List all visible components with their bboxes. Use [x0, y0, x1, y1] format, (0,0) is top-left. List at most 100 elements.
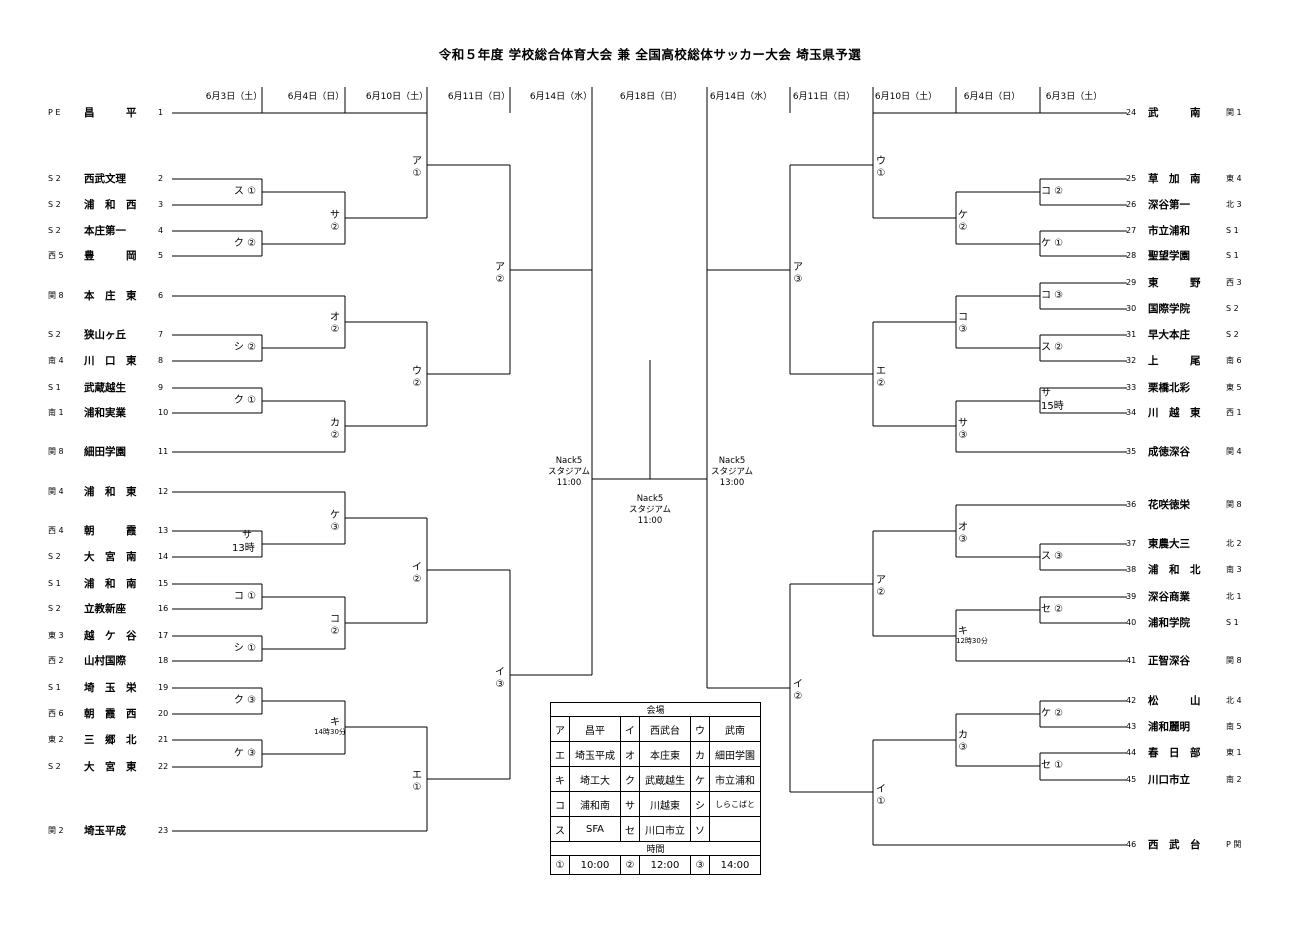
seed-number: 39 — [1126, 592, 1137, 601]
team-name: 細田学園 — [84, 446, 126, 458]
seed-number: 9 — [158, 383, 164, 392]
time-value: 12:00 — [639, 855, 691, 875]
venue-name: 浦和南 — [569, 791, 621, 817]
date-header: 6月14日（水） — [709, 92, 773, 102]
seed-number: 43 — [1126, 722, 1137, 731]
team-pref: 東 4 — [1226, 174, 1242, 183]
venue-name: 武蔵越生 — [639, 766, 691, 792]
team-name: 山村国際 — [84, 655, 126, 667]
team-name: 聖望学園 — [1148, 250, 1190, 262]
team-pref: S 2 — [48, 174, 61, 183]
seed-number: 40 — [1126, 618, 1137, 627]
venue-name: しらこばと — [709, 791, 761, 817]
venue-name: 川越東 — [639, 791, 691, 817]
team-name: 春 日 部 — [1148, 747, 1201, 759]
team-pref: 関 8 — [1226, 656, 1242, 665]
team-name: 埼玉平成 — [84, 825, 126, 837]
seed-number: 11 — [158, 447, 169, 456]
venue-key: セ — [620, 816, 640, 842]
match-label: ク ① — [233, 395, 257, 406]
team-name: 立教新座 — [84, 603, 126, 615]
team-pref: 南 3 — [1226, 565, 1242, 574]
match-label: シ ① — [233, 643, 257, 654]
team-pref: 東 5 — [1226, 383, 1242, 392]
seed-number: 31 — [1126, 330, 1137, 339]
venue-name: 川口市立 — [639, 816, 691, 842]
seed-number: 41 — [1126, 656, 1137, 665]
team-pref: 関 8 — [1226, 500, 1242, 509]
match-label: カ ③ — [958, 730, 968, 753]
seed-number: 26 — [1126, 200, 1137, 209]
seed-number: 12 — [158, 487, 169, 496]
team-name: 本 庄 東 — [84, 290, 137, 302]
final-venue: Nack5 スタジアム 11:00 — [629, 494, 671, 526]
team-name: 栗橋北彩 — [1148, 382, 1190, 394]
time-key: ③ — [690, 855, 710, 875]
team-name: 早大本庄 — [1148, 329, 1190, 341]
match-label: セ ① — [1041, 760, 1064, 771]
match-label: ケ ③ — [330, 510, 340, 533]
seed-number: 38 — [1126, 565, 1137, 574]
match-label: コ ③ — [958, 312, 968, 335]
team-pref: 東 1 — [1226, 748, 1242, 757]
seed-number: 29 — [1126, 278, 1137, 287]
team-name: 川口市立 — [1148, 774, 1190, 786]
seed-number: 33 — [1126, 383, 1137, 392]
match-label: キ — [330, 717, 340, 728]
venue-key: オ — [620, 741, 640, 767]
match-label: ア ① — [412, 156, 422, 179]
seed-number: 20 — [158, 709, 169, 718]
date-header: 6月10日（土） — [874, 92, 938, 102]
match-label: オ ② — [330, 312, 340, 335]
venue-key: キ — [550, 766, 570, 792]
team-pref: S 1 — [1226, 251, 1239, 260]
match-label: イ ② — [793, 679, 803, 702]
venue-key: コ — [550, 791, 570, 817]
venue-key: ア — [550, 716, 570, 742]
venue-name — [709, 816, 761, 842]
date-header: 6月3日（土） — [1045, 92, 1103, 102]
date-header: 6月11日（日） — [792, 92, 856, 102]
venue-key: エ — [550, 741, 570, 767]
match-label: ア ② — [495, 262, 505, 285]
seed-number: 8 — [158, 356, 164, 365]
team-pref: 南 1 — [48, 408, 64, 417]
match-label: 14時30分 — [314, 728, 346, 736]
team-pref: 南 5 — [1226, 722, 1242, 731]
team-name: 大 宮 南 — [84, 551, 137, 563]
match-label: コ ② — [330, 614, 340, 637]
match-label: ス ① — [233, 186, 257, 197]
match-label: ク ③ — [233, 695, 257, 706]
venue-name: 武南 — [709, 716, 761, 742]
team-pref: S 1 — [48, 579, 61, 588]
team-name: 松 山 — [1148, 695, 1201, 707]
match-label: イ ③ — [495, 667, 505, 690]
venue-table-header: 会場 — [550, 702, 761, 717]
team-name: 浦 和 南 — [84, 578, 137, 590]
seed-number: 30 — [1126, 304, 1137, 313]
team-pref: 北 1 — [1226, 592, 1242, 601]
team-name: 上 尾 — [1148, 355, 1201, 367]
team-pref: S 2 — [1226, 304, 1239, 313]
seed-number: 18 — [158, 656, 169, 665]
seed-number: 34 — [1126, 408, 1137, 417]
seed-number: 5 — [158, 251, 164, 260]
team-name: 深谷第一 — [1148, 199, 1190, 211]
team-name: 本庄第一 — [84, 225, 126, 237]
team-pref: S 2 — [48, 604, 61, 613]
team-pref: S 2 — [48, 762, 61, 771]
match-label: 12時30分 — [956, 637, 988, 645]
team-name: 成徳深谷 — [1148, 446, 1190, 458]
match-label: エ ① — [412, 770, 422, 793]
seed-number: 1 — [158, 108, 164, 117]
team-pref: 西 1 — [1226, 408, 1242, 417]
match-label: サ — [242, 530, 252, 541]
seed-number: 14 — [158, 552, 169, 561]
seed-number: 35 — [1126, 447, 1137, 456]
team-pref: 関 4 — [48, 487, 64, 496]
match-label: サ ② — [330, 210, 340, 233]
team-pref: 西 3 — [1226, 278, 1242, 287]
team-name: 花咲徳栄 — [1148, 499, 1190, 511]
seed-number: 28 — [1126, 251, 1137, 260]
match-label: サ ③ — [958, 418, 968, 441]
